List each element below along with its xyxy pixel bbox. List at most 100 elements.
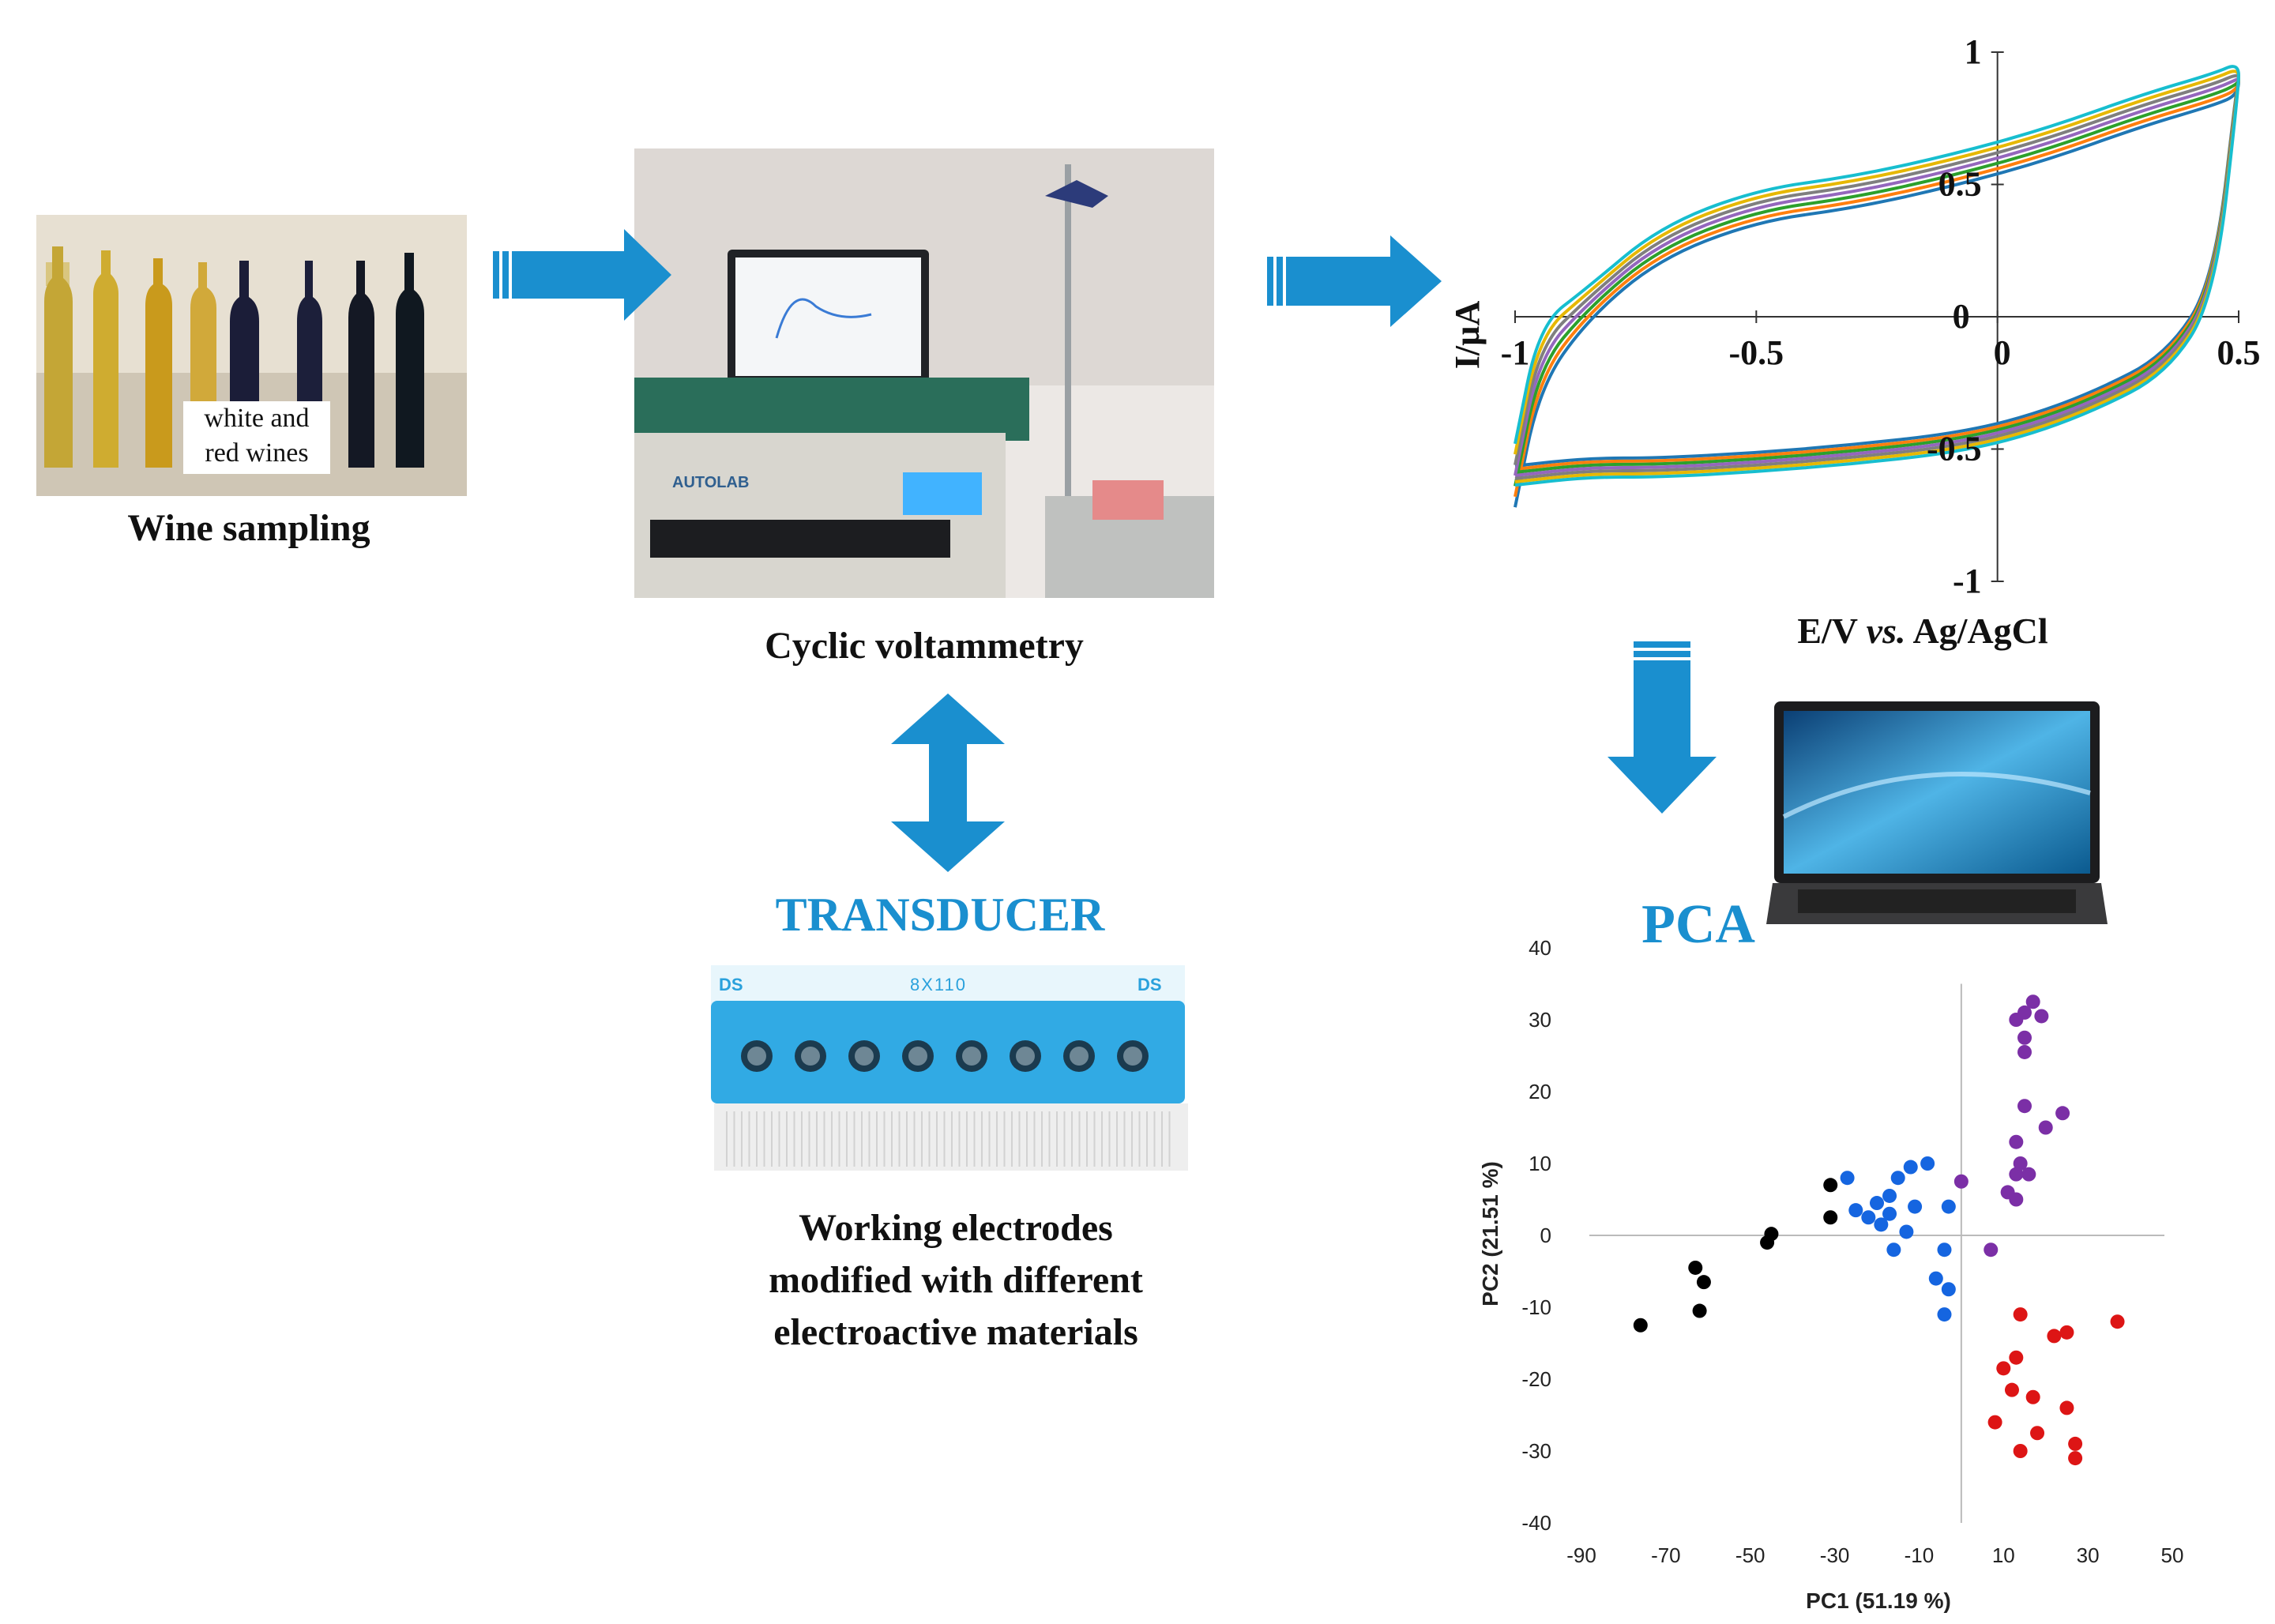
pca-point: [1928, 1271, 1943, 1286]
wine-label-box: white and red wines: [183, 401, 330, 474]
cv-x-tick-label: 0: [1994, 333, 2011, 372]
arrow-cv-to-pca: [1608, 641, 1717, 814]
pca-point: [1882, 1188, 1897, 1203]
pca-point: [2013, 1444, 2028, 1458]
wine-bottles-photo: white and red wines: [36, 215, 467, 496]
pca-point: [2013, 1156, 2028, 1171]
pca-x-tick-label: 10: [1992, 1543, 2015, 1567]
pca-point: [1692, 1303, 1707, 1318]
pca-point: [1848, 1203, 1863, 1218]
pca-point: [2059, 1400, 2074, 1415]
pca-point: [1987, 1415, 2002, 1430]
pca-point: [2030, 1426, 2045, 1441]
cv-x-tick-label: -0.5: [1729, 333, 1784, 372]
laptop-photo: [1766, 698, 2111, 935]
pca-point: [2038, 1120, 2053, 1135]
transducer-title: TRANSDUCER: [775, 889, 1105, 941]
pca-x-axis-label: PC1 (51.19 %): [1806, 1588, 1951, 1613]
pca-point: [1920, 1156, 1935, 1171]
cv-y-tick-label: -0.5: [1927, 430, 1982, 468]
pca-point: [1899, 1224, 1914, 1239]
pca-points: [1633, 994, 2125, 1466]
electrodes-caption-line3: electroactive materials: [773, 1311, 1138, 1353]
pca-y-tick-label: 40: [1529, 936, 1551, 960]
pca-point: [1903, 1160, 1918, 1175]
pca-x-tick-label: -30: [1820, 1543, 1850, 1567]
pca-x-tick-label: -70: [1651, 1543, 1681, 1567]
cv-curve: [1514, 78, 2240, 508]
pca-point: [1764, 1227, 1779, 1242]
pca-point: [1941, 1282, 1956, 1297]
pca-y-tick-label: 30: [1529, 1008, 1551, 1032]
cv-curve: [1514, 65, 2240, 487]
voltammetry-setup-photo: AUTOLAB: [634, 148, 1214, 598]
working-electrodes-caption: Working electrodes modified with differe…: [695, 1202, 1216, 1359]
cv-xlabel-part2: vs.: [1867, 611, 1906, 651]
pca-point: [2055, 1106, 2070, 1121]
pca-title: PCA: [1641, 894, 1755, 955]
electrode-center: [1123, 1047, 1142, 1066]
autolab-label: AUTOLAB: [672, 474, 750, 491]
pca-point: [2068, 1436, 2083, 1451]
pca-point: [2017, 1030, 2032, 1045]
pca-point: [1874, 1217, 1889, 1232]
pca-point: [1890, 1171, 1905, 1186]
pca-point: [2025, 1389, 2040, 1404]
cv-xlabel-part1: E/V: [1797, 611, 1866, 651]
pca-point: [1953, 1174, 1969, 1189]
pca-y-tick-label: 20: [1529, 1080, 1551, 1103]
wine-sampling-caption: Wine sampling: [127, 507, 370, 549]
arrow-wine-to-voltammetry: [493, 229, 671, 321]
electrode-center: [1070, 1047, 1089, 1066]
cv-y-tick-label: -1: [1953, 562, 1982, 600]
cyclic-voltammetry-caption: Cyclic voltammetry: [765, 625, 1084, 667]
wine-label-line2: red wines: [205, 438, 309, 468]
pca-y-axis-label: PC2 (21.51 %): [1478, 1161, 1502, 1306]
pca-y-tick-label: -20: [1521, 1367, 1551, 1391]
electrode-center: [747, 1047, 766, 1066]
double-arrow-voltammetry-transducer: [891, 694, 1005, 872]
pca-point: [1633, 1318, 1648, 1333]
pca-point: [1688, 1260, 1703, 1275]
pca-point: [1937, 1307, 1952, 1322]
chip-model-label: 8X110: [910, 975, 967, 994]
pca-point: [1823, 1178, 1838, 1193]
electrode-center: [962, 1047, 981, 1066]
cv-x-axis-label: E/V vs. Ag/AgCl: [1797, 611, 2048, 651]
pca-point: [1937, 1242, 1952, 1257]
pca-point: [2021, 1167, 2036, 1182]
pca-point: [1941, 1199, 1956, 1214]
chip-brand-right: DS: [1138, 975, 1162, 994]
pca-x-tick-label: 30: [2077, 1543, 2100, 1567]
pca-point: [1861, 1210, 1876, 1225]
pca-point: [2017, 1044, 2032, 1059]
pca-point: [2013, 1307, 2028, 1322]
cv-x-tick-label: -1: [1501, 333, 1530, 372]
pca-point: [2059, 1325, 2074, 1340]
pca-y-tick-label: -10: [1521, 1295, 1551, 1319]
cv-curves: [1514, 65, 2240, 508]
electrodes-caption-line2: modified with different: [769, 1259, 1143, 1301]
electrode-center: [855, 1047, 874, 1066]
pca-point: [1882, 1206, 1897, 1221]
pca-point: [1840, 1171, 1855, 1186]
cv-y-tick-label: 0.5: [1938, 165, 1982, 204]
pca-point: [2025, 994, 2040, 1009]
pca-point: [2047, 1329, 2062, 1344]
pca-y-tick-label: -30: [1521, 1439, 1551, 1463]
chip-brand-left: DS: [719, 975, 743, 994]
pca-x-tick-label: 50: [2161, 1543, 2184, 1567]
pca-point: [1886, 1242, 1901, 1257]
pca-point: [1984, 1242, 1999, 1257]
pca-point: [2004, 1382, 2019, 1397]
electrode-center: [1016, 1047, 1035, 1066]
chip-electrodes: [741, 1040, 1149, 1072]
pca-point: [1908, 1199, 1923, 1214]
pca-y-tick-label: 0: [1540, 1224, 1551, 1247]
cv-y-axis-label: I/µA: [1448, 301, 1487, 370]
pca-point: [2110, 1314, 2125, 1329]
cv-xlabel-part3: Ag/AgCl: [1906, 611, 2048, 651]
